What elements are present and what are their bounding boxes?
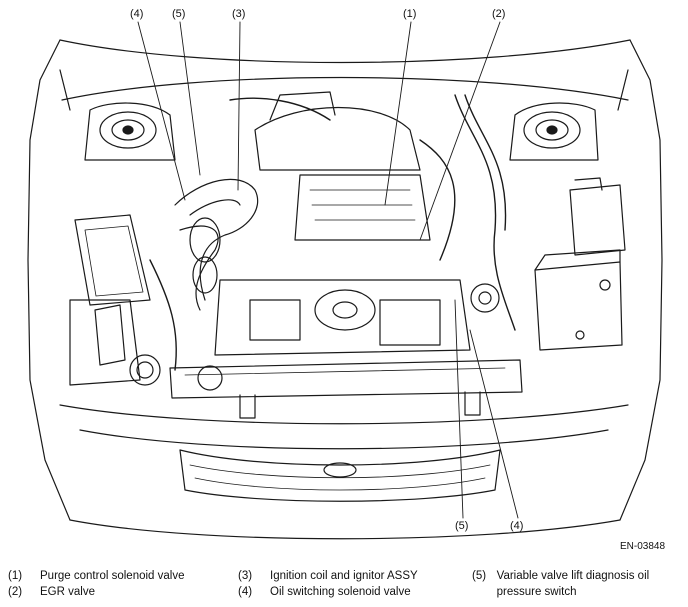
- callout-2-top: (2): [492, 8, 506, 20]
- intake-duct: [174, 178, 259, 311]
- legend-number: (2): [8, 586, 23, 598]
- legend-text: Variable valve lift diagnosis oil pressu…: [496, 570, 650, 598]
- callout-5-bottom: (5): [455, 520, 469, 532]
- leader-lines: [137, 21, 519, 519]
- callout-3-top: (3): [232, 8, 246, 20]
- callout-1-top: (1): [403, 8, 417, 20]
- intake-manifold: [254, 91, 431, 241]
- callout-4-top: (4): [130, 8, 144, 20]
- right-strut-tower: [509, 102, 599, 161]
- radiator-support: [169, 359, 523, 419]
- left-strut-tower: [84, 102, 176, 161]
- legend-number: (1): [8, 570, 23, 582]
- legend-number: (5): [472, 570, 487, 582]
- fuse-box: [569, 177, 626, 256]
- legend-text: EGR valve: [40, 586, 95, 598]
- legend-item: (1) Purge control solenoid valve: [8, 568, 228, 584]
- callout-5-top: (5): [172, 8, 186, 20]
- front-grille: [59, 404, 629, 540]
- legend-column-3: (5) Variable valve lift diagnosis oil pr…: [472, 568, 678, 600]
- reservoir: [94, 304, 161, 386]
- hoses: [149, 94, 516, 371]
- engine-bay-diagram: [27, 21, 663, 540]
- engine-block: [214, 279, 500, 356]
- air-cleaner-case: [69, 214, 151, 386]
- battery: [534, 249, 623, 351]
- legend-item: (5) Variable valve lift diagnosis oil pr…: [472, 568, 678, 600]
- figure-id: EN-03848: [620, 541, 666, 552]
- legend-text: Ignition coil and ignitor ASSY: [270, 570, 418, 582]
- legend-number: (4): [238, 586, 253, 598]
- legend-text: Purge control solenoid valve: [40, 570, 185, 582]
- legend-column-2: (3) Ignition coil and ignitor ASSY (4) O…: [238, 568, 468, 600]
- legend-column-1: (1) Purge control solenoid valve (2) EGR…: [8, 568, 228, 600]
- hood-outline: [27, 39, 663, 521]
- legend-item: (2) EGR valve: [8, 584, 228, 600]
- legend-item: (4) Oil switching solenoid valve: [238, 584, 468, 600]
- legend-item: (3) Ignition coil and ignitor ASSY: [238, 568, 468, 584]
- callout-4-bottom: (4): [510, 520, 524, 532]
- legend-text: Oil switching solenoid valve: [270, 586, 411, 598]
- legend-number: (3): [238, 570, 253, 582]
